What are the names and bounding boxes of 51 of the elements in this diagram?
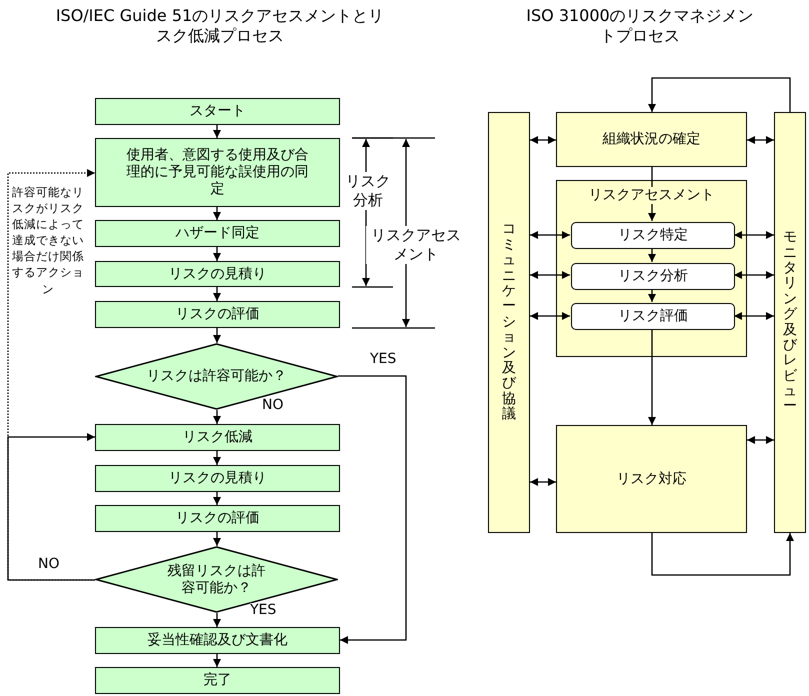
arrow: [651, 533, 794, 576]
double-arrow: [530, 271, 570, 279]
arrow: [213, 247, 221, 261]
process-box: 組織状況の確定: [556, 112, 747, 167]
arrow: [213, 532, 221, 546]
process-box: リスクの見積り: [95, 261, 340, 287]
arrow: [338, 375, 407, 644]
arrow: [648, 77, 791, 112]
process-box: リスク特定: [571, 222, 735, 249]
edge-label: 許容可能なリスクがリスク低減によって達成できない場合だけ関係するアクション: [10, 184, 86, 297]
process-box: 妥当性確認及び文書化: [95, 627, 340, 654]
group-title: リスクアセスメント: [588, 187, 714, 204]
arrow: [7, 433, 95, 581]
process-bar: コミュニケーション及び協議: [488, 112, 530, 533]
double-arrow: [530, 136, 556, 144]
double-arrow: [747, 136, 774, 144]
process-box: リスクの評価: [95, 505, 340, 532]
double-arrow: [734, 231, 774, 239]
process-box: リスク分析: [571, 263, 735, 290]
arrow: [213, 287, 221, 301]
arrow: [213, 451, 221, 465]
arrow: [213, 654, 221, 667]
group-panel: [556, 180, 747, 357]
process-box: 使用者、意図する使用及び合理的に予見可能な誤使用の同定: [95, 138, 340, 207]
section-heading: ISO 31000のリスクマネジメントプロセス: [525, 6, 755, 46]
arrow: [213, 207, 221, 220]
arrow: [648, 329, 656, 425]
section-heading: ISO/IEC Guide 51のリスクアセスメントとリスク低減プロセス: [55, 6, 385, 46]
arrow: [213, 410, 221, 424]
process-box: 完了: [95, 667, 340, 694]
process-box: ハザード同定: [95, 220, 340, 247]
process-box: リスクの評価: [95, 301, 340, 328]
process-box: スタート: [95, 98, 340, 125]
double-arrow: [530, 478, 556, 486]
arrow: [213, 613, 221, 627]
double-arrow: [747, 436, 774, 444]
arrow: [648, 289, 656, 302]
double-arrow: [734, 312, 774, 320]
process-box: リスク対応: [556, 425, 747, 533]
dashed-arrow: [7, 169, 95, 581]
double-arrow: [530, 312, 570, 320]
arrow: [213, 125, 221, 138]
process-box: リスク低減: [95, 424, 340, 451]
process-box: リスクの見積り: [95, 465, 340, 492]
double-arrow: [734, 271, 774, 279]
double-arrow: [530, 231, 570, 239]
process-box: リスク評価: [571, 303, 735, 330]
arrow: [213, 492, 221, 505]
arrow: [213, 328, 221, 343]
process-bar: モニタリング及びレビュー: [774, 112, 806, 533]
arrow: [648, 248, 656, 262]
